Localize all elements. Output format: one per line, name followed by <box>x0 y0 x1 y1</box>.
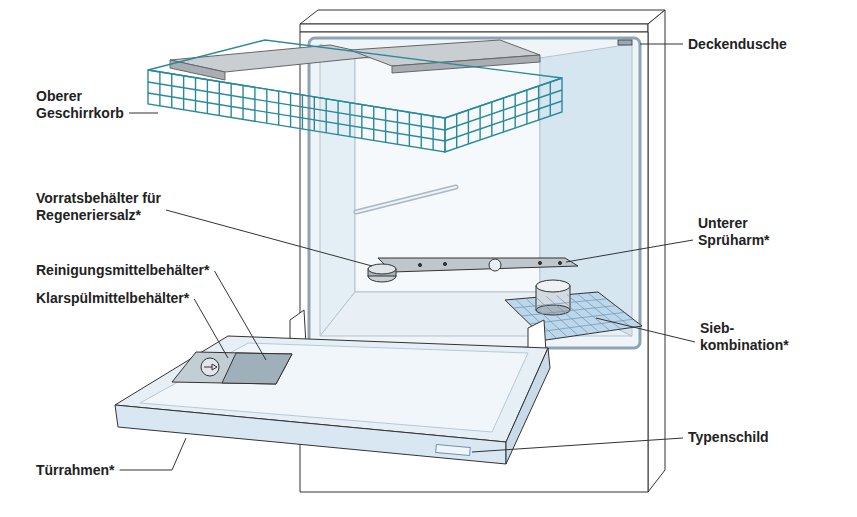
part-label: Typenschild <box>688 429 838 446</box>
part-label: Reinigungsmittelbehälter* <box>36 262 266 279</box>
part-label: Klarspülmittelbehälter* <box>36 290 266 307</box>
part-label: Oberer Geschirrkorb <box>36 88 136 122</box>
part-label: Deckendusche <box>688 36 838 53</box>
part-label: Unterer Sprüharm* <box>698 215 798 249</box>
part-label: Sieb- kombination* <box>700 320 810 354</box>
part-label: Vorratsbehälter für Regeneriersalz* <box>36 190 201 224</box>
part-label: Türrahmen* <box>36 462 156 479</box>
